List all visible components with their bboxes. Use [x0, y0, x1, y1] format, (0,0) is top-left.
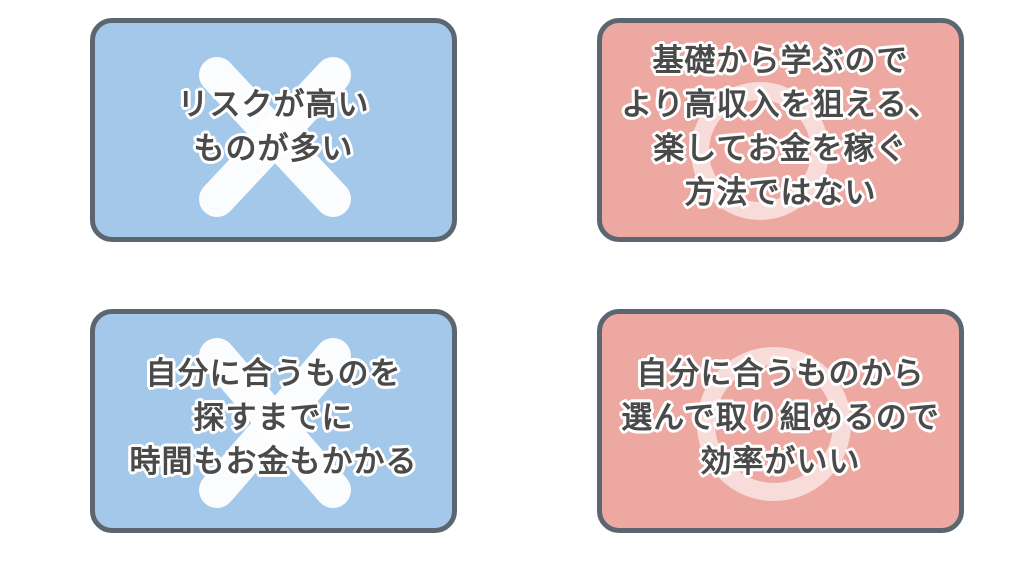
pro-card-higher-income: 基礎から学ぶので より高収入を狙える、 楽してお金を稼ぐ 方法ではない: [597, 18, 964, 242]
card-text-line: 基礎から学ぶので: [652, 43, 909, 79]
card-text: 自分に合うものから 選んで取り組めるので 効率がいい: [602, 314, 959, 528]
card-text-line: 自分に合うものから: [636, 356, 925, 392]
con-card-time-and-money: 自分に合うものを 探すまでに 時間もお金もかかる: [90, 309, 457, 533]
cross-icon: [199, 338, 351, 508]
card-text-line: 楽してお金を稼ぐ: [653, 131, 908, 167]
card-text-line: 効率がいい: [700, 444, 861, 480]
circle-icon: [697, 347, 851, 501]
card-text-line: より高収入を狙える、: [621, 87, 940, 123]
circle-icon: [691, 82, 829, 220]
card-text-line: 探すまでに: [193, 400, 354, 436]
card-text: リスクが高い ものが多い: [95, 23, 452, 237]
con-card-high-risk: リスクが高い ものが多い: [90, 18, 457, 242]
card-text-line: 自分に合うものを: [145, 356, 402, 392]
card-text-line: 時間もお金もかかる: [129, 444, 418, 480]
card-text-line: リスクが高い: [177, 87, 370, 123]
card-text: 自分に合うものを 探すまでに 時間もお金もかかる: [95, 314, 452, 528]
card-text-line: 選んで取り組めるので: [621, 400, 940, 436]
card-text-line: 方法ではない: [684, 175, 877, 211]
card-text-line: ものが多い: [193, 131, 354, 167]
card-text: 基礎から学ぶので より高収入を狙える、 楽してお金を稼ぐ 方法ではない: [602, 23, 959, 237]
pro-card-efficient: 自分に合うものから 選んで取り組めるので 効率がいい: [597, 309, 964, 533]
cross-icon: [199, 57, 351, 217]
